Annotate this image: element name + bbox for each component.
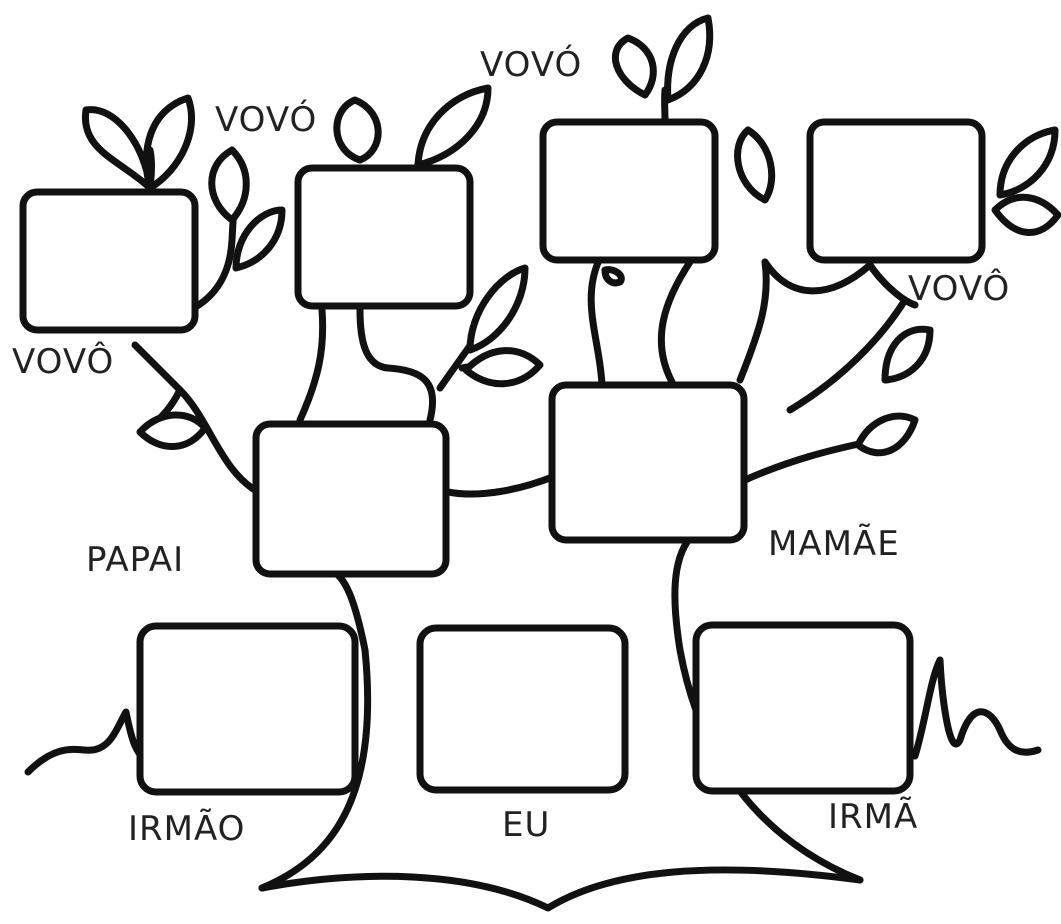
leaf-13	[996, 126, 1059, 199]
leaf-11	[664, 14, 714, 104]
label-grandpa-maternal: VOVÔ	[908, 269, 1011, 309]
leaf-17	[601, 266, 625, 287]
leaf-6	[414, 84, 492, 169]
leaf-9	[136, 411, 209, 450]
leaf-3	[208, 146, 250, 224]
label-grandma-maternal: VOVÓ	[480, 45, 583, 85]
frame-grandpa-paternal	[19, 188, 199, 334]
frame-grandma-paternal	[294, 164, 474, 310]
leaf-12	[734, 126, 776, 204]
leaf-10	[611, 34, 657, 99]
trunk	[258, 472, 864, 912]
frame-father	[252, 420, 450, 578]
ground-line-right	[911, 656, 1042, 760]
leaf-1	[81, 106, 154, 192]
label-grandpa-paternal: VOVÔ	[12, 342, 115, 382]
frame-sister	[692, 621, 914, 795]
frame-me	[416, 624, 629, 794]
leaf-4	[232, 206, 286, 272]
photo-frames	[19, 118, 986, 796]
label-me: EU	[502, 805, 551, 845]
leaf-2	[142, 94, 196, 192]
frame-grandpa-maternal	[806, 118, 986, 264]
leaf-7	[466, 264, 529, 354]
leaf-8	[462, 347, 544, 388]
leaves	[81, 14, 1061, 457]
frame-mother	[548, 381, 748, 544]
frame-brother	[136, 622, 359, 796]
label-mother: MAMÃE	[768, 524, 900, 564]
label-grandma-paternal: VOVÓ	[215, 100, 318, 140]
branches	[131, 171, 919, 496]
leaf-16	[854, 412, 919, 457]
label-father: PAPAI	[86, 540, 185, 580]
frame-grandma-maternal	[539, 118, 719, 264]
label-sister: IRMÃ	[828, 797, 919, 837]
leaf-5	[333, 96, 382, 164]
ground-line-left	[24, 708, 149, 776]
leaf-14	[991, 193, 1061, 236]
leaf-15	[881, 325, 934, 384]
label-brother: IRMÃO	[128, 809, 246, 849]
